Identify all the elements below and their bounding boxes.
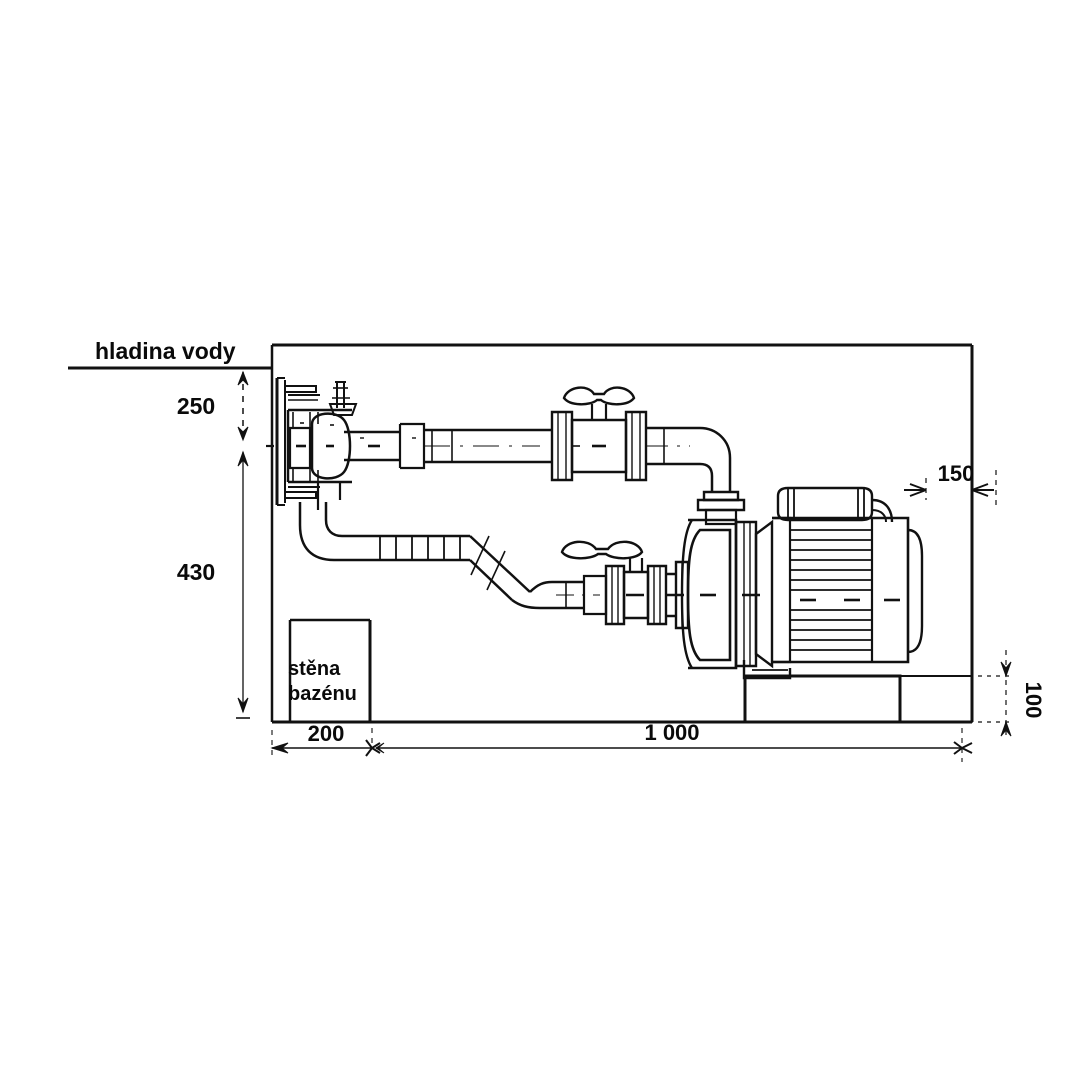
wall-inlet-fitting [266, 377, 416, 510]
dimension-150 [904, 470, 997, 510]
ball-valve-upper [550, 386, 648, 482]
room-outline [270, 343, 974, 724]
discharge-pipe-run [400, 422, 552, 470]
dimension-200 [270, 728, 381, 760]
discharge-pipe-to-elbow [646, 426, 746, 526]
dimension-100 [960, 650, 1012, 737]
dimension-label-1000: 1 000 [644, 720, 699, 745]
dimension-1000 [375, 728, 973, 762]
dimension-label-100: 100 [1021, 682, 1046, 719]
label-water-level: hladina vody [95, 338, 236, 364]
suction-to-pump [666, 560, 690, 630]
centrifugal-pump [680, 518, 792, 680]
label-pool-wall-line2: bazénu [288, 683, 357, 705]
label-pool-wall-line1: stěna [288, 658, 341, 680]
dimension-430 [236, 450, 250, 719]
dimension-250 [236, 367, 250, 442]
dimension-label-250: 250 [177, 393, 215, 419]
dimension-label-150: 150 [938, 461, 975, 486]
pool-wall-column [288, 618, 372, 722]
dimension-label-200: 200 [308, 721, 345, 746]
electric-motor [772, 516, 924, 664]
suction-pipe-run [298, 502, 608, 616]
motor-terminal-box [776, 486, 894, 523]
ball-valve-lower [560, 540, 668, 626]
dimension-label-430: 430 [177, 559, 215, 585]
concrete-plinth [743, 674, 972, 722]
